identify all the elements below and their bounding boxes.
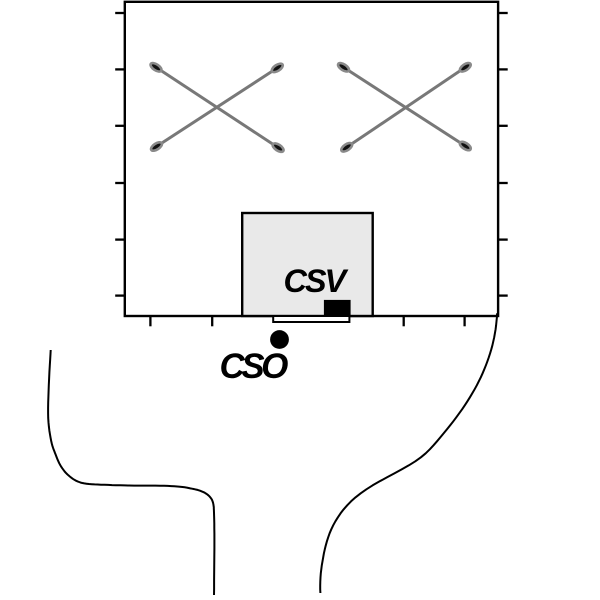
svg-text:CSV: CSV [284,263,349,299]
svg-text:CSO: CSO [220,347,289,386]
